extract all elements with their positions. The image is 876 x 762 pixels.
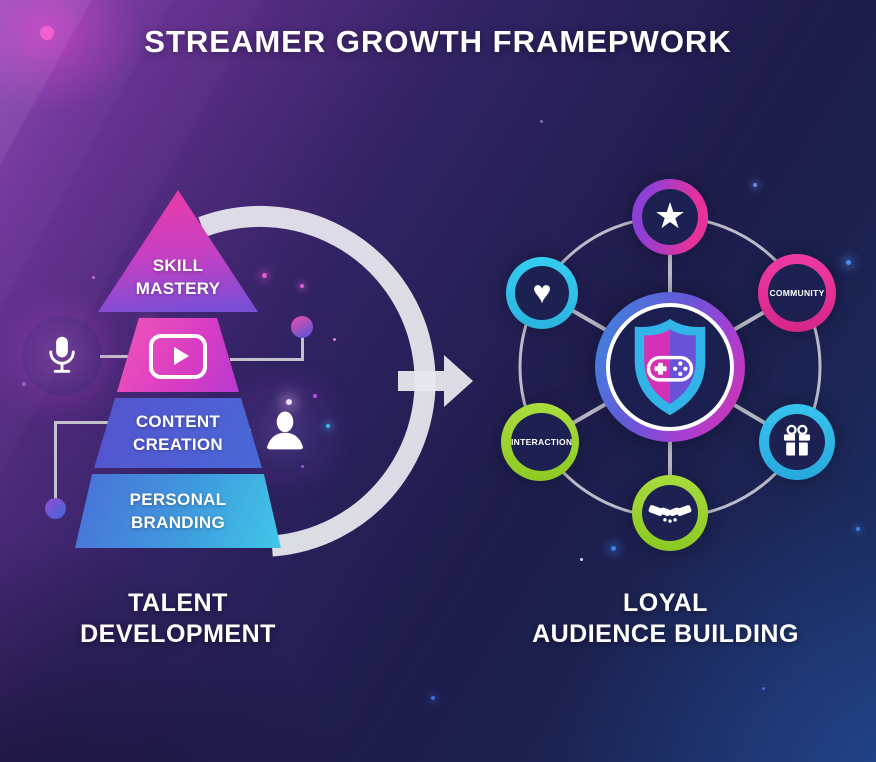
left-caption-line2: DEVELOPMENT [80,620,276,648]
sparkle-dot [856,527,860,531]
connector-line [230,358,304,361]
right-caption-line1: LOYAL [623,589,708,617]
left-caption-line1: TALENT [128,589,228,617]
sparkle-dot [762,687,765,690]
connector-node-dot [45,498,66,519]
microphone-badge [22,316,102,396]
node-star: ★ [632,179,708,255]
sparkle-dot [846,260,851,265]
tier-personal-branding: PERSONAL BRANDING [75,474,281,548]
tier-content-creation: CONTENT CREATION [94,398,262,468]
right-caption: LOYAL AUDIENCE BUILDING [508,588,823,650]
shield-gamepad-icon [634,318,706,416]
connector-line [55,421,113,424]
node-heart: ♥ [506,257,578,329]
gamepad-glyph [646,355,694,382]
sparkle-dot [753,183,757,187]
tier-label-line: MASTERY [135,279,221,298]
connector-line [100,355,142,358]
tier-label-line: BRANDING [130,513,225,532]
sparkle-dot [262,273,267,278]
node-inner [769,414,825,470]
sparkle-dot [313,394,317,398]
sparkle-dot [22,382,26,386]
handshake-icon [648,504,692,523]
gift-icon [783,424,811,456]
tier-label: PERSONAL BRANDING [130,488,227,534]
node-label: INTERACTION [511,437,573,447]
sparkle-dot [540,120,543,123]
connector-line [301,337,304,360]
play-triangle [174,347,189,365]
sparkle-dot [611,546,616,551]
sparkle-dot [333,338,336,341]
left-caption: TALENT DEVELOPMENT [38,588,318,650]
node-gift [759,404,835,480]
heart-icon: ♥ [532,274,552,310]
sparkle-dot [40,26,54,40]
node-community: COMMUNITY [758,254,836,332]
sparkle-dot [92,276,95,279]
node-inner: ★ [642,189,698,245]
node-inner: ♥ [515,266,569,320]
tier-skill-mastery: SKILL MASTERY [98,190,258,312]
star-icon: ★ [653,194,687,236]
sparkle-dot [431,696,435,700]
center-badge [595,292,745,442]
viewer-icon [267,411,303,450]
tier-label-line: SKILL [152,256,204,275]
page-title: STREAMER GROWTH FRAMEPWORK [144,24,732,59]
microphone-icon [49,336,75,373]
node-inner: INTERACTION [511,413,573,471]
node-inner [642,485,698,541]
center-badge-inner [606,303,734,431]
node-label: COMMUNITY [769,288,825,298]
node-inner: COMMUNITY [768,264,826,322]
connector-line [54,421,57,499]
connector-node-dot [291,316,313,338]
tier-label-line: CONTENT [135,412,221,431]
right-caption-line2: AUDIENCE BUILDING [532,620,799,648]
sparkle-dot [580,558,583,561]
sparkle-dot [300,284,304,288]
tier-label: CONTENT CREATION [133,410,223,456]
play-button-icon [149,334,207,379]
tier-label-line: CREATION [133,435,223,454]
tier-label-line: PERSONAL [129,490,227,509]
tier-label: SKILL MASTERY [136,254,221,300]
flow-arrow [398,355,473,407]
node-interaction: INTERACTION [501,403,579,481]
node-handshake [632,475,708,551]
